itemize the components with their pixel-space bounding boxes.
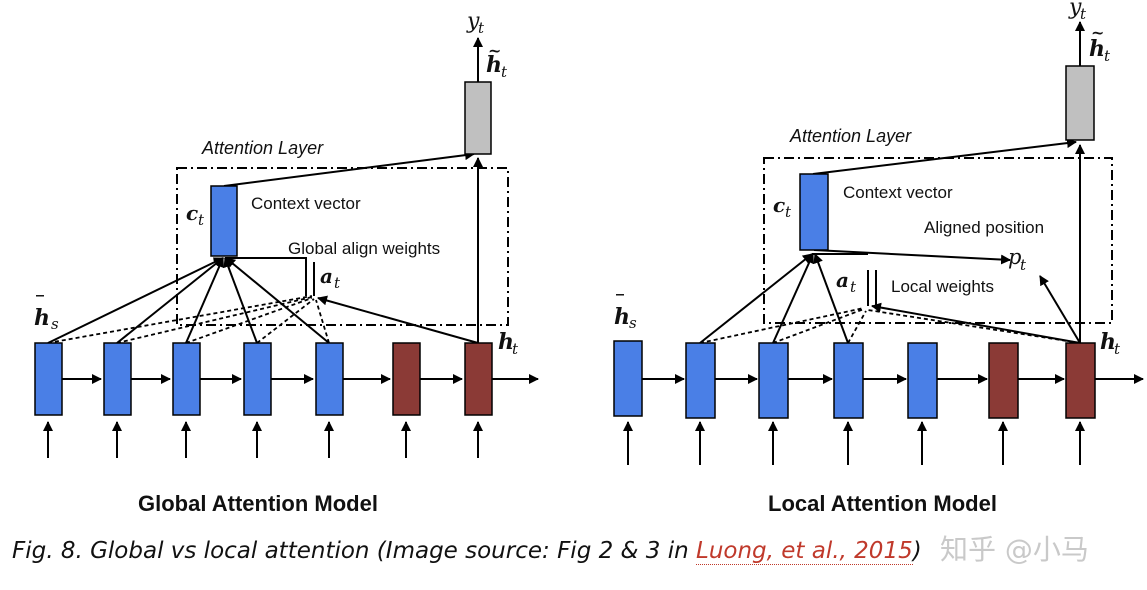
- svg-text:h: h: [1100, 329, 1116, 355]
- global-output-arrows: [223, 37, 483, 343]
- svg-text:y: y: [1068, 0, 1082, 20]
- global-h-s-bar-label: ‾ h s: [34, 292, 59, 333]
- local-source-state: [907, 342, 938, 419]
- svg-text:t: t: [1104, 47, 1111, 65]
- global-context-vector-box: [210, 185, 238, 257]
- svg-text:h: h: [34, 305, 50, 331]
- global-target-state-ht: [464, 342, 493, 416]
- local-context-vector-label: Context vector: [843, 183, 953, 202]
- caption-source-link[interactable]: Luong, et al., 2015: [696, 538, 913, 565]
- local-a-t-label: a t: [836, 268, 857, 296]
- svg-text:t: t: [334, 274, 341, 292]
- svg-text:s: s: [629, 314, 637, 332]
- local-target-state-ht: [1065, 342, 1096, 419]
- local-weight-dashed-lines: [699, 307, 1081, 344]
- svg-text:c: c: [186, 201, 198, 225]
- local-c-t-label: c t: [773, 193, 792, 221]
- svg-text:~: ~: [488, 41, 501, 60]
- svg-text:t: t: [501, 63, 508, 81]
- global-c-t-label: c t: [186, 201, 205, 229]
- global-source-state: [315, 342, 344, 416]
- local-weights-label: Local weights: [891, 277, 994, 296]
- global-align-weights-connector: [225, 257, 479, 344]
- svg-text:a: a: [836, 268, 849, 292]
- global-input-arrows: [43, 421, 483, 458]
- svg-text:h: h: [614, 304, 630, 330]
- global-target-state: [392, 342, 421, 416]
- global-a-t-label: a t: [320, 264, 341, 292]
- svg-text:c: c: [773, 193, 785, 217]
- global-source-state: [243, 342, 272, 416]
- svg-text:t: t: [512, 340, 519, 358]
- global-attention-model: Attention Layer: [34, 9, 539, 516]
- svg-text:t: t: [478, 19, 485, 37]
- svg-text:y: y: [466, 9, 480, 34]
- svg-text:t: t: [785, 203, 792, 221]
- local-weights-connector: [812, 249, 1081, 344]
- local-h-t-label: h t: [1100, 329, 1121, 358]
- global-source-state: [103, 342, 132, 416]
- svg-text:~: ~: [1091, 23, 1104, 42]
- svg-text:‾: ‾: [36, 292, 44, 311]
- global-align-weights-label: Global align weights: [288, 239, 440, 258]
- svg-text:t: t: [1080, 5, 1087, 23]
- local-h-s-bar-label: ‾ h s: [614, 291, 637, 332]
- local-y-t-label: y t: [1068, 0, 1087, 23]
- watermark: 知乎 @小马: [940, 533, 1089, 566]
- global-h-tilde-t-label: ~ h t: [486, 41, 508, 81]
- local-title: Local Attention Model: [768, 491, 997, 516]
- svg-text:t: t: [198, 211, 205, 229]
- svg-text:h: h: [486, 52, 502, 78]
- global-context-lines: [47, 257, 330, 344]
- local-h-tilde-t-label: ~ h t: [1089, 23, 1111, 65]
- global-attention-layer-label: Attention Layer: [201, 138, 324, 158]
- global-attentional-hidden-box: [464, 81, 492, 155]
- local-aligned-position-label: Aligned position: [924, 218, 1044, 237]
- local-source-state: [613, 340, 643, 417]
- svg-text:t: t: [850, 278, 857, 296]
- svg-text:p: p: [1008, 245, 1021, 269]
- local-source-state: [833, 342, 864, 419]
- figure-caption: Fig. 8. Global vs local attention (Image…: [12, 538, 922, 565]
- local-source-state: [758, 342, 789, 419]
- local-attentional-hidden-box: [1065, 65, 1095, 141]
- local-input-arrows: [623, 421, 1085, 465]
- local-p-t-label: p t: [1008, 245, 1027, 274]
- local-output-arrows: [812, 21, 1085, 343]
- local-target-state: [988, 342, 1019, 419]
- local-context-vector-box: [799, 173, 829, 251]
- local-context-lines: [699, 253, 849, 344]
- global-context-vector-label: Context vector: [251, 194, 361, 213]
- local-attention-layer-label: Attention Layer: [789, 126, 912, 146]
- local-attention-model: Attention Layer: [613, 0, 1144, 516]
- global-title: Global Attention Model: [138, 491, 378, 516]
- svg-text:h: h: [1089, 36, 1105, 62]
- local-source-state: [685, 342, 716, 419]
- svg-text:a: a: [320, 264, 333, 288]
- svg-text:t: t: [1020, 256, 1027, 274]
- svg-text:s: s: [51, 315, 59, 333]
- global-y-t-label: y t: [466, 9, 485, 37]
- global-h-t-label: h t: [498, 329, 519, 358]
- caption-prefix: Fig. 8. Global vs local attention (Image…: [12, 538, 697, 564]
- global-source-state: [34, 342, 63, 416]
- caption-suffix: ): [912, 538, 922, 564]
- global-attention-layer-box: [176, 167, 509, 326]
- svg-text:‾: ‾: [616, 291, 624, 310]
- global-source-state: [172, 342, 201, 416]
- svg-text:t: t: [1114, 340, 1121, 358]
- svg-text:h: h: [498, 329, 514, 355]
